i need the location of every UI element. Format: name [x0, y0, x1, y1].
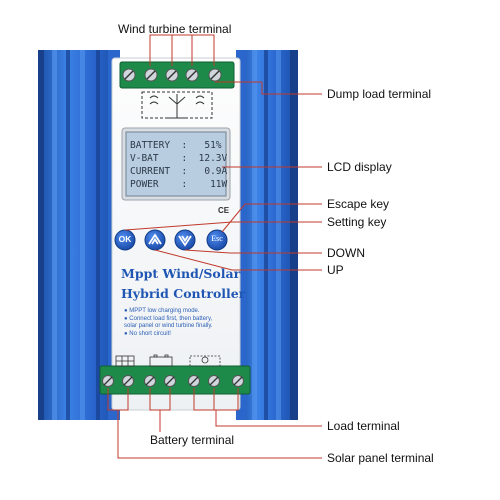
note-line: ● MPPT low charging mode. [124, 308, 200, 314]
up-callout [154, 249, 322, 271]
down-callout [184, 249, 322, 254]
up-arrow-icon [148, 233, 162, 245]
bottom-terminal-block [99, 365, 251, 395]
lcd-line-power: POWER : 11W [130, 179, 228, 190]
wind-turbine-symbol [141, 91, 213, 119]
lcd-line-battery: BATTERY : 51% [130, 140, 222, 151]
wind-terminal-callout [149, 34, 215, 66]
panel-title-line2: Hybrid Controller [121, 286, 246, 301]
load-bulb-icon [189, 355, 221, 367]
battery-terminal-callout [149, 388, 171, 432]
setting-key-callout [124, 221, 322, 231]
panel-notes: ● MPPT low charging mode. ● Connect load… [124, 308, 213, 338]
dump-load-terminal-label: Dump load terminal [327, 87, 432, 101]
solar-terminal-callout [107, 388, 322, 459]
note-line: solar panel or wind turbine finally. [124, 323, 213, 330]
panel-title-line1: Mppt Wind/Solar [121, 266, 241, 281]
note-line: ● No short circuit! [124, 330, 171, 337]
esc-key-label: Esc [211, 234, 223, 243]
load-terminal-callout [193, 388, 322, 427]
ok-key-label: OK [118, 234, 132, 244]
top-terminal-block [119, 61, 235, 89]
lcd-screen [125, 131, 227, 197]
note-line: ● Connect load first, then battery, [124, 315, 213, 322]
lcd-line-voltage: V-BAT : 12.3V [130, 153, 228, 164]
ce-mark: CE [218, 206, 230, 215]
down-label: DOWN [327, 246, 365, 260]
callout-lines [107, 34, 322, 459]
battery-icon [149, 354, 173, 367]
lcd-line-current: CURRENT : 0.9A [130, 166, 228, 177]
housing-left [38, 50, 120, 420]
battery-terminal-label: Battery terminal [150, 433, 235, 447]
esc-key[interactable] [206, 229, 228, 251]
escape-key-label: Escape key [327, 197, 390, 211]
housing-right [236, 50, 298, 420]
setting-key-label: Setting key [327, 215, 387, 229]
lcd-display-label: LCD display [327, 160, 392, 174]
up-label: UP [327, 263, 344, 277]
solar-panel-terminal-label: Solar panel terminal [327, 451, 434, 465]
dump-load-callout [215, 81, 322, 95]
solar-panel-icon [115, 355, 135, 367]
load-terminal-label: Load terminal [327, 419, 400, 433]
wind-turbine-terminal-label: Wind turbine terminal [118, 22, 232, 36]
down-arrow-icon [178, 235, 192, 247]
